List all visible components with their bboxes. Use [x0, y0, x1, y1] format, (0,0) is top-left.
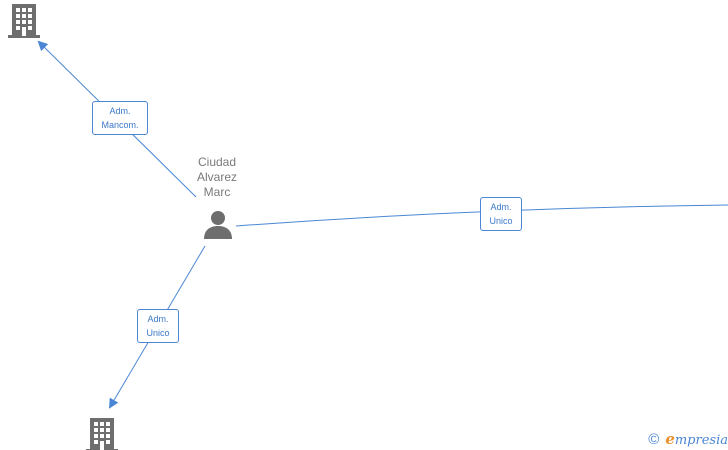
relation-label-line-2: Unico: [146, 328, 170, 338]
copyright-symbol: ©: [648, 430, 660, 448]
building-icon: [86, 418, 118, 450]
person-name-line-2: Alvarez: [196, 170, 237, 184]
person-name-label[interactable]: Ciudad Alvarez Marc: [187, 155, 247, 200]
relation-label-line-2: Mancom.: [101, 120, 139, 130]
relation-label-line-1: Adm.: [147, 314, 169, 324]
brand-rest: mpresia: [674, 433, 728, 448]
relation-label-line-1: Adm.: [490, 202, 512, 212]
person-icon: [204, 211, 232, 239]
company-bottom-left[interactable]: [86, 416, 118, 450]
relation-label-line-2: Unico: [489, 216, 513, 226]
brand-logo: empresia: [665, 430, 728, 448]
person-name-line-3: Marc: [203, 185, 231, 199]
relation-label-line-1: Adm.: [109, 106, 131, 116]
brand-initial: e: [665, 430, 675, 448]
empresia-watermark: © empresia: [648, 430, 728, 448]
relation-label-mancom[interactable]: Adm. Mancom.: [92, 101, 148, 135]
company-top-left[interactable]: [8, 2, 40, 43]
building-icon: [8, 4, 40, 38]
person-node[interactable]: [203, 210, 233, 245]
relation-label-unico-bottom[interactable]: Adm. Unico: [137, 309, 179, 343]
person-name-line-1: Ciudad: [197, 155, 237, 169]
relation-label-unico-right[interactable]: Adm. Unico: [480, 197, 522, 231]
